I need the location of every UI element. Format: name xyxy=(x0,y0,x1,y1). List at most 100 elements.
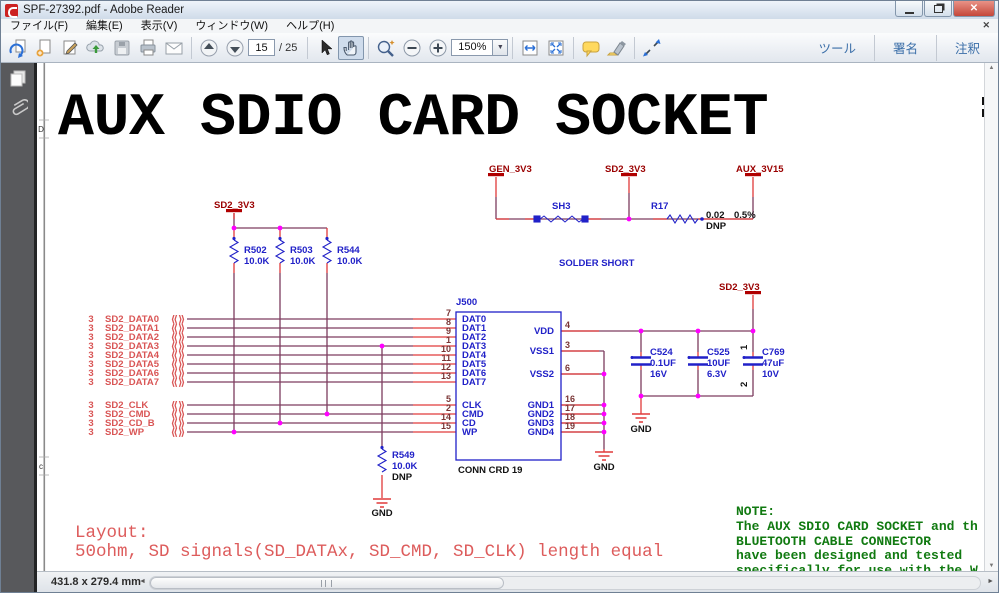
adobe-reader-icon xyxy=(5,3,18,18)
toolbar-separator xyxy=(573,36,575,59)
connector-part: CONN CRD 19 xyxy=(458,465,522,476)
close-button[interactable]: ✕ xyxy=(953,1,995,17)
pin-number: 19 xyxy=(565,421,575,431)
fit-width-button[interactable] xyxy=(517,36,543,60)
restore-button[interactable] xyxy=(924,1,952,17)
horizontal-scrollbar[interactable] xyxy=(149,576,981,590)
scroll-down-icon[interactable]: ▼ xyxy=(988,563,995,569)
pin-number: 3 xyxy=(565,340,570,350)
gnd-label: GND xyxy=(371,508,392,519)
solder-short-section: SH3 SOLDER SHORT R17 0.02 0.5% DNP xyxy=(552,201,756,269)
sheet-title: AUX SDIO CARD SOCKET xyxy=(58,85,768,153)
zoom-dropdown-button[interactable]: ▼ xyxy=(493,39,509,56)
create-pdf-button[interactable] xyxy=(31,36,57,60)
chevron-down-icon: ▼ xyxy=(496,44,504,51)
scroll-up-icon[interactable]: ▲ xyxy=(988,65,995,71)
share-cloud-button[interactable] xyxy=(83,36,109,60)
print-button[interactable] xyxy=(135,36,161,60)
scroll-right-icon[interactable]: ► xyxy=(987,578,994,585)
signal-sheet-ref: 3 xyxy=(88,359,93,370)
offpage-port-icon: ⟪⟫ xyxy=(171,410,185,421)
pin-name: DAT6 xyxy=(462,368,486,379)
comment-button[interactable] xyxy=(578,36,604,60)
pin-name: DAT5 xyxy=(462,359,487,370)
capacitor-labels: C524 0.1UF 16V C525 10UF 6.3V C769 47uF … xyxy=(650,344,785,387)
pin-name: VSS2 xyxy=(530,369,554,380)
power-net-labels: GEN_3V3 SD2_3V3 AUX_3V15 SD2_3V3 SD2_3V3 xyxy=(214,164,784,293)
solder-short-caption: SOLDER SHORT xyxy=(559,258,635,269)
window-title: SPF-27392.pdf - Adobe Reader xyxy=(23,4,185,16)
signal-sheet-ref: 3 xyxy=(88,350,93,361)
toolbar-separator xyxy=(512,36,514,59)
resistor-value: 10.0K xyxy=(337,256,362,267)
minimize-button[interactable] xyxy=(895,1,923,17)
hand-tool-button[interactable] xyxy=(338,35,365,60)
menu-view[interactable]: 表示(V) xyxy=(140,20,178,32)
note-line: NOTE: xyxy=(736,504,775,519)
signal-name: SD2_DATA6 xyxy=(105,368,159,379)
pin-name: DAT4 xyxy=(462,350,487,361)
pin-number: 8 xyxy=(446,317,451,327)
close-document-icon[interactable]: ✕ xyxy=(982,20,990,30)
signal-sheet-ref: 3 xyxy=(88,323,93,334)
highlight-button[interactable] xyxy=(604,36,630,60)
pin-name: DAT3 xyxy=(462,341,486,352)
cap-ref: C769 xyxy=(762,347,785,358)
fullscreen-button[interactable] xyxy=(639,36,665,60)
toolbar: / 25 150% ▼ xyxy=(1,33,998,63)
navigation-pane xyxy=(1,63,37,592)
pin-number: 13 xyxy=(441,371,451,381)
next-page-button[interactable] xyxy=(222,36,248,60)
pin-name: CMD xyxy=(462,409,484,420)
menu-file[interactable]: ファイル(F) xyxy=(10,20,69,32)
tools-panel-button[interactable]: ツール xyxy=(818,42,856,56)
pin-name: CLK xyxy=(462,400,482,411)
attachments-button[interactable] xyxy=(1,93,34,123)
menu-edit[interactable]: 編集(E) xyxy=(86,20,123,32)
zoom-in-button[interactable] xyxy=(425,36,451,60)
select-tool-button[interactable] xyxy=(312,36,338,60)
resistor-value: 10.0K xyxy=(392,461,417,472)
r17-dnp: DNP xyxy=(706,221,727,232)
horizontal-scrollbar-thumb[interactable] xyxy=(150,577,504,589)
signal-sheet-ref: 3 xyxy=(88,409,93,420)
menu-help[interactable]: ヘルプ(H) xyxy=(286,20,335,32)
zoom-search-button[interactable] xyxy=(373,36,399,60)
toolbar-separator xyxy=(873,34,875,61)
save-button[interactable] xyxy=(109,36,135,60)
pin-name: GND1 xyxy=(528,400,555,411)
menu-window[interactable]: ウィンドウ(W) xyxy=(195,20,269,32)
comment-bubble-icon xyxy=(582,41,600,57)
vertical-scrollbar[interactable]: ▲ ▼ xyxy=(984,63,998,571)
toolbar-separator xyxy=(307,36,309,59)
zoom-out-button[interactable] xyxy=(399,36,425,60)
offpage-port-icon: ⟪⟫ xyxy=(171,428,185,439)
pin-number: 17 xyxy=(565,403,575,413)
page-number-input[interactable] xyxy=(248,39,275,56)
pin-name: DAT2 xyxy=(462,332,486,343)
previous-page-button[interactable] xyxy=(196,36,222,60)
page-thumbnails-button[interactable] xyxy=(1,63,34,93)
arrow-down-icon xyxy=(226,39,244,56)
pin-number: 11 xyxy=(441,353,451,363)
toolbar-right-panels: ツール 署名 注釈 xyxy=(800,33,998,62)
open-button[interactable] xyxy=(5,36,31,60)
page-size-label: 431.8 x 279.4 mm xyxy=(51,576,141,588)
r17-ref: R17 xyxy=(651,201,668,212)
comment-panel-button[interactable]: 注釈 xyxy=(954,42,980,56)
fill-sign-button[interactable] xyxy=(57,36,83,60)
pin-number: 9 xyxy=(446,326,451,336)
net-label: SD2_3V3 xyxy=(605,164,646,175)
zone-marker-c: c xyxy=(39,462,43,471)
fullscreen-icon xyxy=(643,38,661,56)
offpage-port-icon: ⟪⟫ xyxy=(171,315,185,326)
fit-page-button[interactable] xyxy=(543,36,569,60)
resistor-value: 10.0K xyxy=(290,256,315,267)
sign-panel-button[interactable]: 署名 xyxy=(892,42,918,56)
scroll-left-icon[interactable]: ◄ xyxy=(139,578,146,585)
cursor-icon xyxy=(322,38,334,55)
zoom-level-value[interactable]: 150% xyxy=(451,39,494,56)
email-button[interactable] xyxy=(161,36,187,60)
